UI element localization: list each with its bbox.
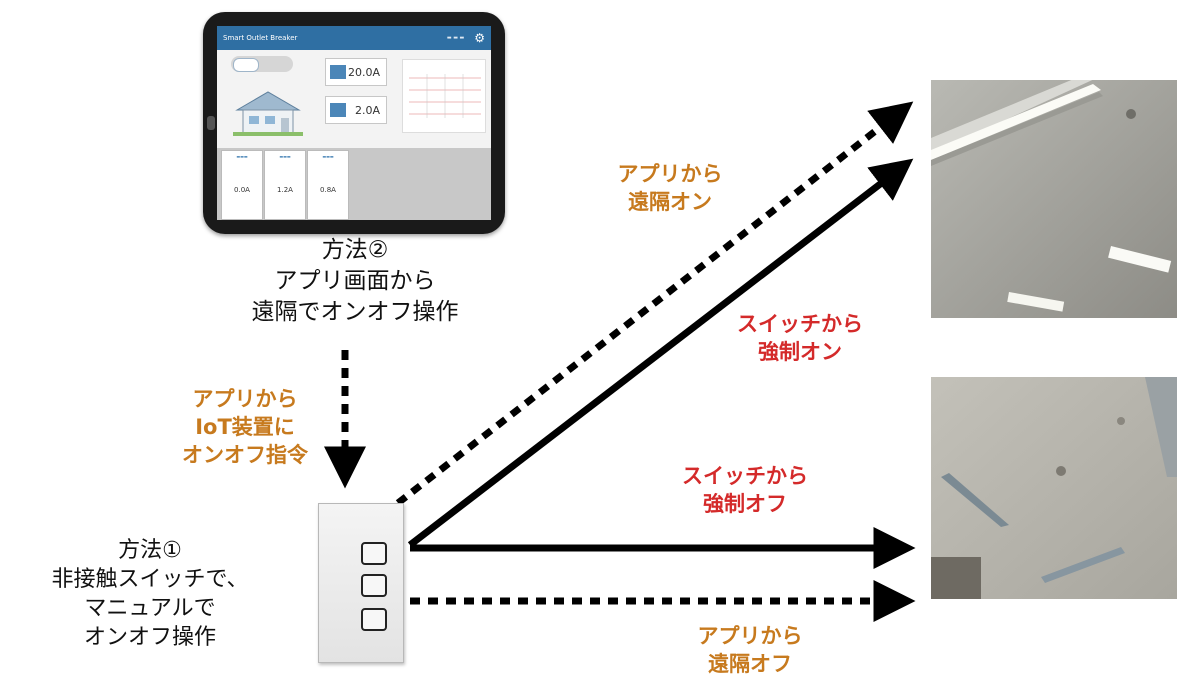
method1-title: 方法①: [118, 538, 182, 563]
breaker-cards: ▬▬▬0.0A ▬▬▬1.2A ▬▬▬0.8A: [217, 148, 491, 220]
house-icon: [233, 91, 303, 136]
label-app-to-iot: アプリから IoT装置に オンオフ指令: [182, 387, 308, 467]
ceiling-photo-lights-off: [931, 377, 1177, 599]
method1-line1: 非接触スイッチで、: [51, 567, 249, 592]
card: ▬▬▬0.8A: [307, 150, 349, 220]
card: ▬▬▬0.0A: [221, 150, 263, 220]
stat-sub: 2.0A: [325, 96, 387, 124]
tablet-screen: Smart Outlet Breaker ▬ ▬ ▬ ⚙ 20.0A 2.0A: [217, 26, 491, 220]
switch-button-2: [361, 574, 387, 597]
method2-line1: アプリ画面から: [274, 268, 436, 294]
method2-line2: 遠隔でオンオフ操作: [251, 299, 459, 325]
app-title: Smart Outlet Breaker: [223, 34, 298, 42]
method2-text: 方法② アプリ画面から 遠隔でオンオフ操作: [190, 235, 520, 328]
switch-plate: [318, 503, 404, 663]
label-remote-off: アプリから 遠隔オフ: [697, 624, 803, 676]
mode-toggle: [231, 56, 293, 72]
app-meta: ▬ ▬ ▬: [446, 35, 465, 41]
switch-button-1: [361, 542, 387, 565]
home-button: [207, 116, 215, 130]
method2-title: 方法②: [321, 237, 389, 263]
method1-line2: マニュアルで: [84, 596, 216, 621]
mini-chart: [402, 59, 486, 133]
arrow-force-on: [407, 158, 914, 548]
method1-line3: オンオフ操作: [83, 625, 216, 650]
gear-icon: ⚙: [474, 31, 485, 45]
card: ▬▬▬1.2A: [264, 150, 306, 220]
home-area: [221, 54, 313, 146]
ceiling-photo-lights-on: [931, 80, 1177, 318]
switch-button-3: [361, 608, 387, 631]
method1-text: 方法① 非接触スイッチで、 マニュアルで オンオフ操作: [0, 536, 300, 652]
label-force-off: スイッチから 強制オフ: [682, 464, 808, 516]
label-remote-on: アプリから 遠隔オン: [617, 162, 723, 214]
tablet: Smart Outlet Breaker ▬ ▬ ▬ ⚙ 20.0A 2.0A: [203, 12, 505, 234]
stat-main: 20.0A: [325, 58, 387, 86]
label-force-on: スイッチから 強制オン: [737, 312, 863, 364]
app-header: Smart Outlet Breaker ▬ ▬ ▬ ⚙: [217, 26, 491, 50]
